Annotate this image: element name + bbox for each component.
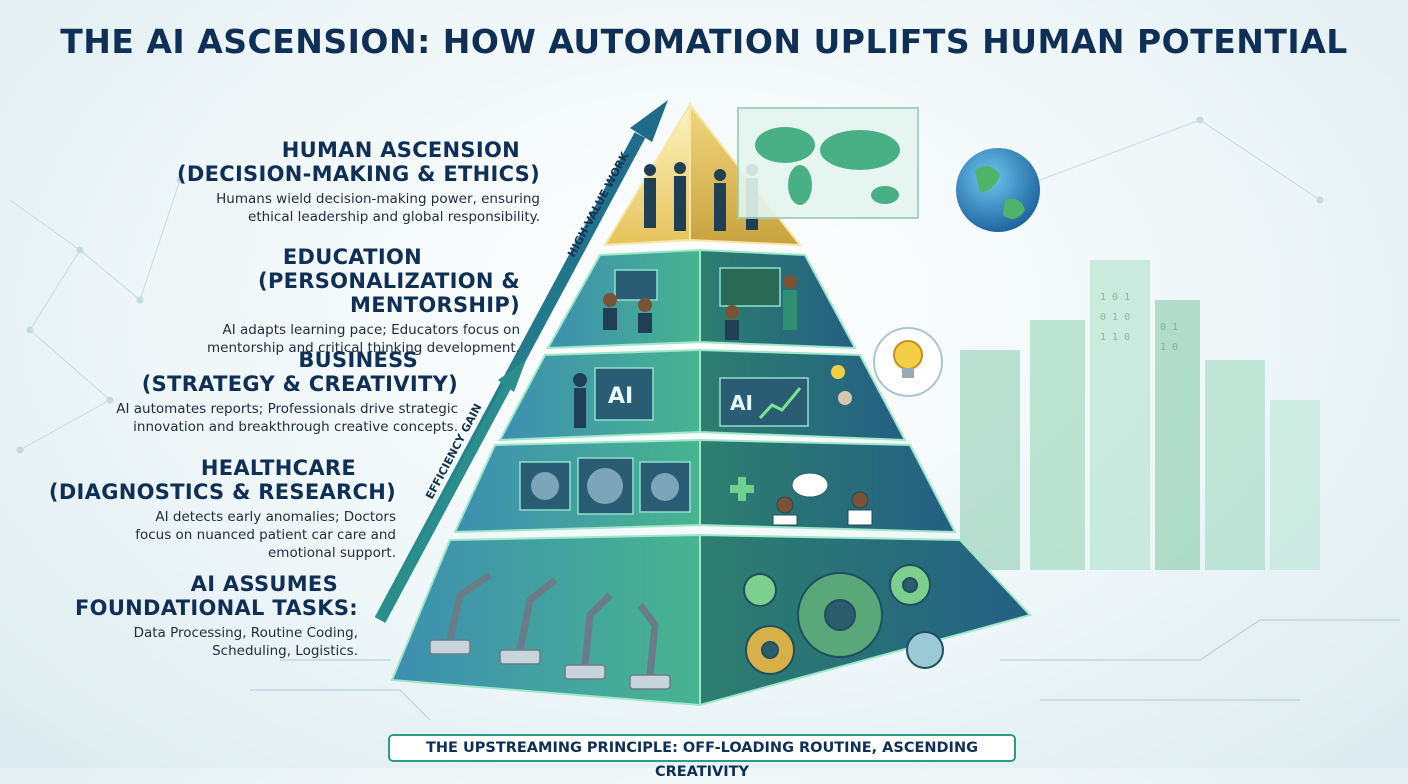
tier-foundation-text: AI ASSUMES FOUNDATIONAL TASKS: Data Proc… [18, 572, 358, 660]
tier-description: emotional support. [267, 545, 396, 561]
globe-icon [956, 148, 1040, 232]
pyramid-illustration: 1 0 10 1 01 1 0 0 11 0 HIGH-VALUE WORK E… [9, 100, 1400, 721]
tier-heading: EDUCATION [282, 245, 422, 269]
tier-subheading: FOUNDATIONAL TASKS: [75, 596, 358, 620]
page-title: THE AI ASCENSION: HOW AUTOMATION UPLIFTS… [60, 22, 1348, 61]
tier-description: Humans wield decision-making power, ensu… [216, 191, 540, 207]
gear-icon [743, 564, 944, 675]
tier-healthcare-text: HEALTHCARE (DIAGNOSTICS & RESEARCH) AI d… [16, 456, 396, 562]
tier-education-text: EDUCATION (PERSONALIZATION & MENTORSHIP)… [120, 245, 520, 357]
tier-heading: HUMAN ASCENSION [281, 138, 520, 162]
speech-bubble-icon [791, 472, 829, 498]
pyramid-tier-education [546, 248, 857, 350]
chart-icon [758, 387, 802, 420]
tier-heading: HEALTHCARE [200, 456, 356, 480]
tier-subheading: (DECISION-MAKING & ETHICS) [176, 162, 540, 186]
pyramid-tier-healthcare [453, 438, 957, 534]
tier-subheading: (DIAGNOSTICS & RESEARCH) [48, 480, 396, 504]
svg-text:0 1 0: 0 1 0 [1100, 312, 1130, 323]
world-map-icon [737, 107, 919, 219]
pyramid-tier-business: AI AI [498, 348, 907, 442]
tier-human-ascension-text: HUMAN ASCENSION (DECISION-MAKING & ETHIC… [140, 138, 540, 226]
svg-text:1 0: 1 0 [1160, 342, 1178, 353]
circuit-floor [250, 619, 1400, 721]
tier-description: Scheduling, Logistics. [212, 643, 358, 659]
lightbulb-icon [873, 327, 943, 397]
tier-subheading: (STRATEGY & CREATIVITY) [141, 372, 458, 396]
footer-caption: THE UPSTREAMING PRINCIPLE: OFF-LOADING R… [388, 734, 1016, 780]
tier-description: AI automates reports; Professionals driv… [116, 401, 458, 417]
doctor-figures [772, 491, 873, 526]
svg-text:0 1: 0 1 [1160, 322, 1178, 333]
tier-heading: BUSINESS [298, 348, 418, 372]
svg-text:1 0 1: 1 0 1 [1100, 292, 1130, 303]
screen-label-left: AI [608, 384, 633, 409]
pyramid-tier-foundation [390, 533, 1032, 707]
tier-description: AI adapts learning pace; Educators focus… [222, 322, 521, 338]
city-skyline [960, 260, 1320, 570]
tier-business-text: BUSINESS (STRATEGY & CREATIVITY) AI auto… [58, 348, 458, 436]
tier-description: Data Processing, Routine Coding, [133, 625, 358, 641]
tier-description: AI detects early anomalies; Doctors [155, 509, 396, 525]
tier-subheading: (PERSONALIZATION & MENTORSHIP) [258, 269, 520, 317]
tier-description: innovation and breakthrough creative con… [133, 419, 458, 435]
tier-description: mentorship and critical thinking develop… [207, 340, 520, 356]
svg-text:1 1 0: 1 1 0 [1100, 332, 1130, 343]
tier-description: ethical leadership and global responsibi… [248, 209, 540, 225]
small-lightbulb-icon [831, 365, 845, 379]
screen-label-right: AI [730, 391, 753, 415]
tier-description: focus on nuanced patient car care and [135, 527, 396, 543]
tier-heading: AI ASSUMES [190, 572, 338, 596]
network-decoration [9, 116, 1324, 454]
robot-arm-icon [429, 572, 671, 690]
medical-cross-icon [730, 477, 754, 501]
